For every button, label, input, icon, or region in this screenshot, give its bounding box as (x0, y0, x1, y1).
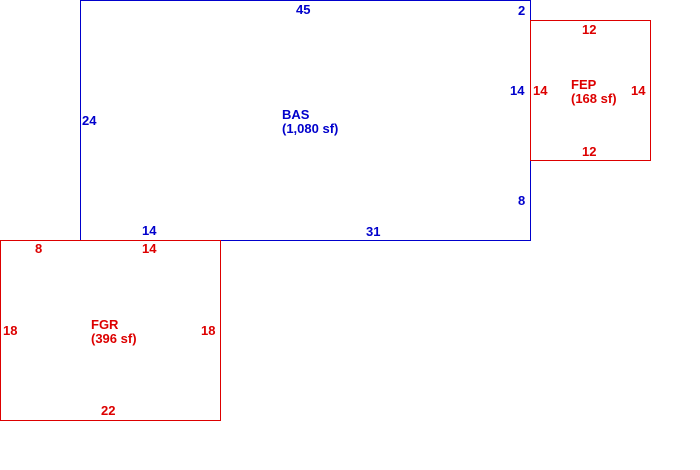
bas-dim-bottom: 31 (366, 224, 380, 239)
bas-label: BAS (282, 107, 310, 122)
fep-area-label: (168 sf) (571, 91, 617, 106)
fep-dim-bottom: 12 (582, 144, 596, 159)
bas-dim-left: 24 (82, 113, 97, 128)
bas-dim-top-right-jog: 2 (518, 3, 525, 18)
fgr-dim-top-right: 14 (142, 241, 157, 256)
bas-dim-right-porch: 14 (510, 83, 525, 98)
bas-area-label: (1,080 sf) (282, 121, 338, 136)
bas-area: BAS (1,080 sf) 45 2 24 14 8 14 31 (80, 0, 531, 241)
fep-area: FEP (168 sf) 12 14 14 12 (530, 20, 651, 161)
fgr-area: FGR (396 sf) 8 14 18 18 22 (0, 240, 221, 421)
fep-dim-right: 14 (631, 83, 646, 98)
bas-dim-top: 45 (296, 2, 310, 17)
fep-outline (530, 20, 651, 161)
bas-dim-bottom-garage: 14 (142, 223, 157, 238)
fgr-dim-bottom: 22 (101, 403, 115, 418)
fep-dim-top: 12 (582, 22, 596, 37)
fgr-area-label: (396 sf) (91, 331, 137, 346)
fgr-dim-top-left: 8 (35, 241, 42, 256)
fgr-dim-left: 18 (3, 323, 17, 338)
fep-dim-left: 14 (533, 83, 548, 98)
fep-label: FEP (571, 77, 597, 92)
bas-dim-right-lower: 8 (518, 193, 525, 208)
fgr-outline (0, 240, 221, 421)
fgr-label: FGR (91, 317, 119, 332)
fgr-dim-right: 18 (201, 323, 215, 338)
